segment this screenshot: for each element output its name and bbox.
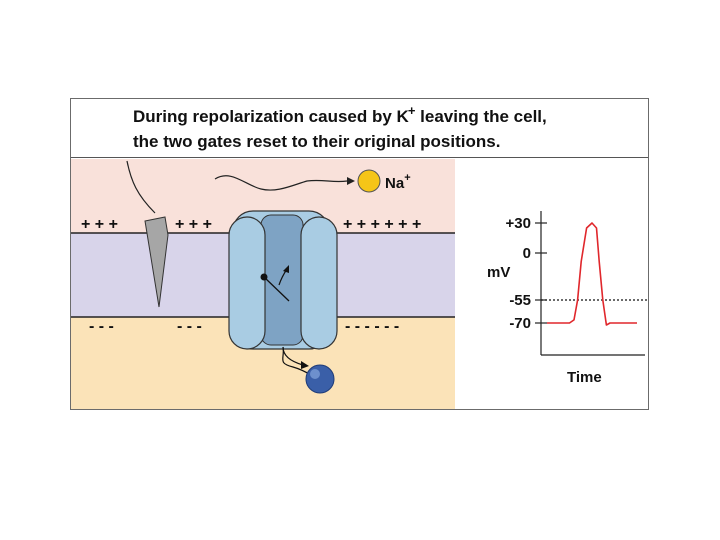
- electrode-wire: [126, 160, 156, 214]
- caption-line-1: During repolarization caused by K+ leavi…: [133, 103, 547, 127]
- na-arrowhead: [347, 177, 355, 185]
- na-label: Na+: [385, 172, 411, 192]
- figure-frame: During repolarization caused by K+ leavi…: [70, 98, 649, 410]
- outside-charge-3: + + + + + +: [343, 216, 421, 233]
- ion-sphere-icon: [305, 364, 335, 394]
- caption-text-b: leaving the cell,: [415, 107, 547, 126]
- outside-charge-1: + + +: [81, 216, 118, 233]
- inside-charge-3: - - - - - -: [345, 318, 399, 335]
- membrane-potential-trace: [547, 222, 637, 326]
- na-label-text: Na: [385, 175, 405, 192]
- membrane-diagram: + + + + + + + + + + + + - - - - - - - - …: [71, 159, 455, 409]
- gate-arrowhead: [283, 265, 289, 273]
- inside-charge-1: - - -: [89, 318, 114, 335]
- y-tick-label: +30: [506, 215, 531, 232]
- channel-right-subunit: [300, 216, 338, 350]
- na-path-arrow: [214, 175, 348, 191]
- outside-charge-2: + + +: [175, 216, 212, 233]
- y-tick-label: 0: [523, 245, 531, 262]
- channel-left-subunit: [228, 216, 266, 350]
- caption-text-a: During repolarization caused by K: [133, 107, 409, 126]
- caption-superscript: +: [407, 103, 416, 118]
- na-ion-icon: [357, 169, 381, 193]
- inactivation-gate: [263, 276, 290, 302]
- y-tick-label: -70: [509, 315, 531, 332]
- caption-box: During repolarization caused by K+ leavi…: [71, 99, 648, 158]
- inside-charge-2: - - -: [177, 318, 202, 335]
- caption-line-2: the two gates reset to their original po…: [133, 132, 501, 151]
- y-tick-label: -55: [509, 292, 531, 309]
- action-potential-graph: +30 0 -55 -70 mV Time: [487, 211, 648, 386]
- y-axis-label: mV: [487, 264, 510, 281]
- outflow-arrowhead: [301, 361, 309, 369]
- na-label-sup: +: [404, 172, 410, 184]
- x-axis-label: Time: [567, 369, 602, 386]
- microelectrode: [144, 216, 169, 308]
- outflow-path-2: [282, 346, 304, 366]
- sodium-channel: [228, 210, 338, 350]
- sphere-highlight: [310, 369, 320, 379]
